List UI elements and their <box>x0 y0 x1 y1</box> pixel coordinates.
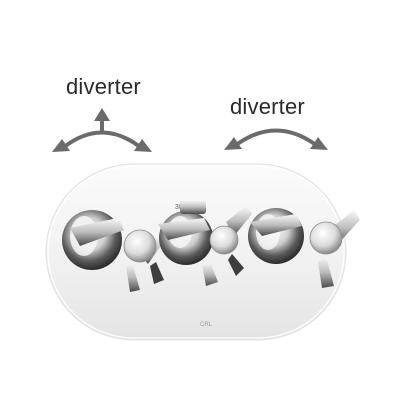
curved-double-arrow-icon <box>234 128 318 147</box>
right-diverter-arrows <box>224 128 328 150</box>
diverter-label-right: diverter <box>230 94 305 119</box>
brand-mark: CRL <box>200 322 213 328</box>
lever-tips <box>150 254 244 284</box>
center-cross-handle[interactable] <box>158 200 252 286</box>
right-cross-handle[interactable] <box>248 208 360 288</box>
left-diverter-arrows <box>52 108 152 152</box>
left-cross-handle[interactable] <box>62 210 162 292</box>
up-arrow-icon <box>94 108 110 121</box>
curved-double-arrow-icon <box>62 130 142 149</box>
diverter-label-left: diverter <box>66 74 141 99</box>
scale-mark: 38 <box>175 204 183 211</box>
